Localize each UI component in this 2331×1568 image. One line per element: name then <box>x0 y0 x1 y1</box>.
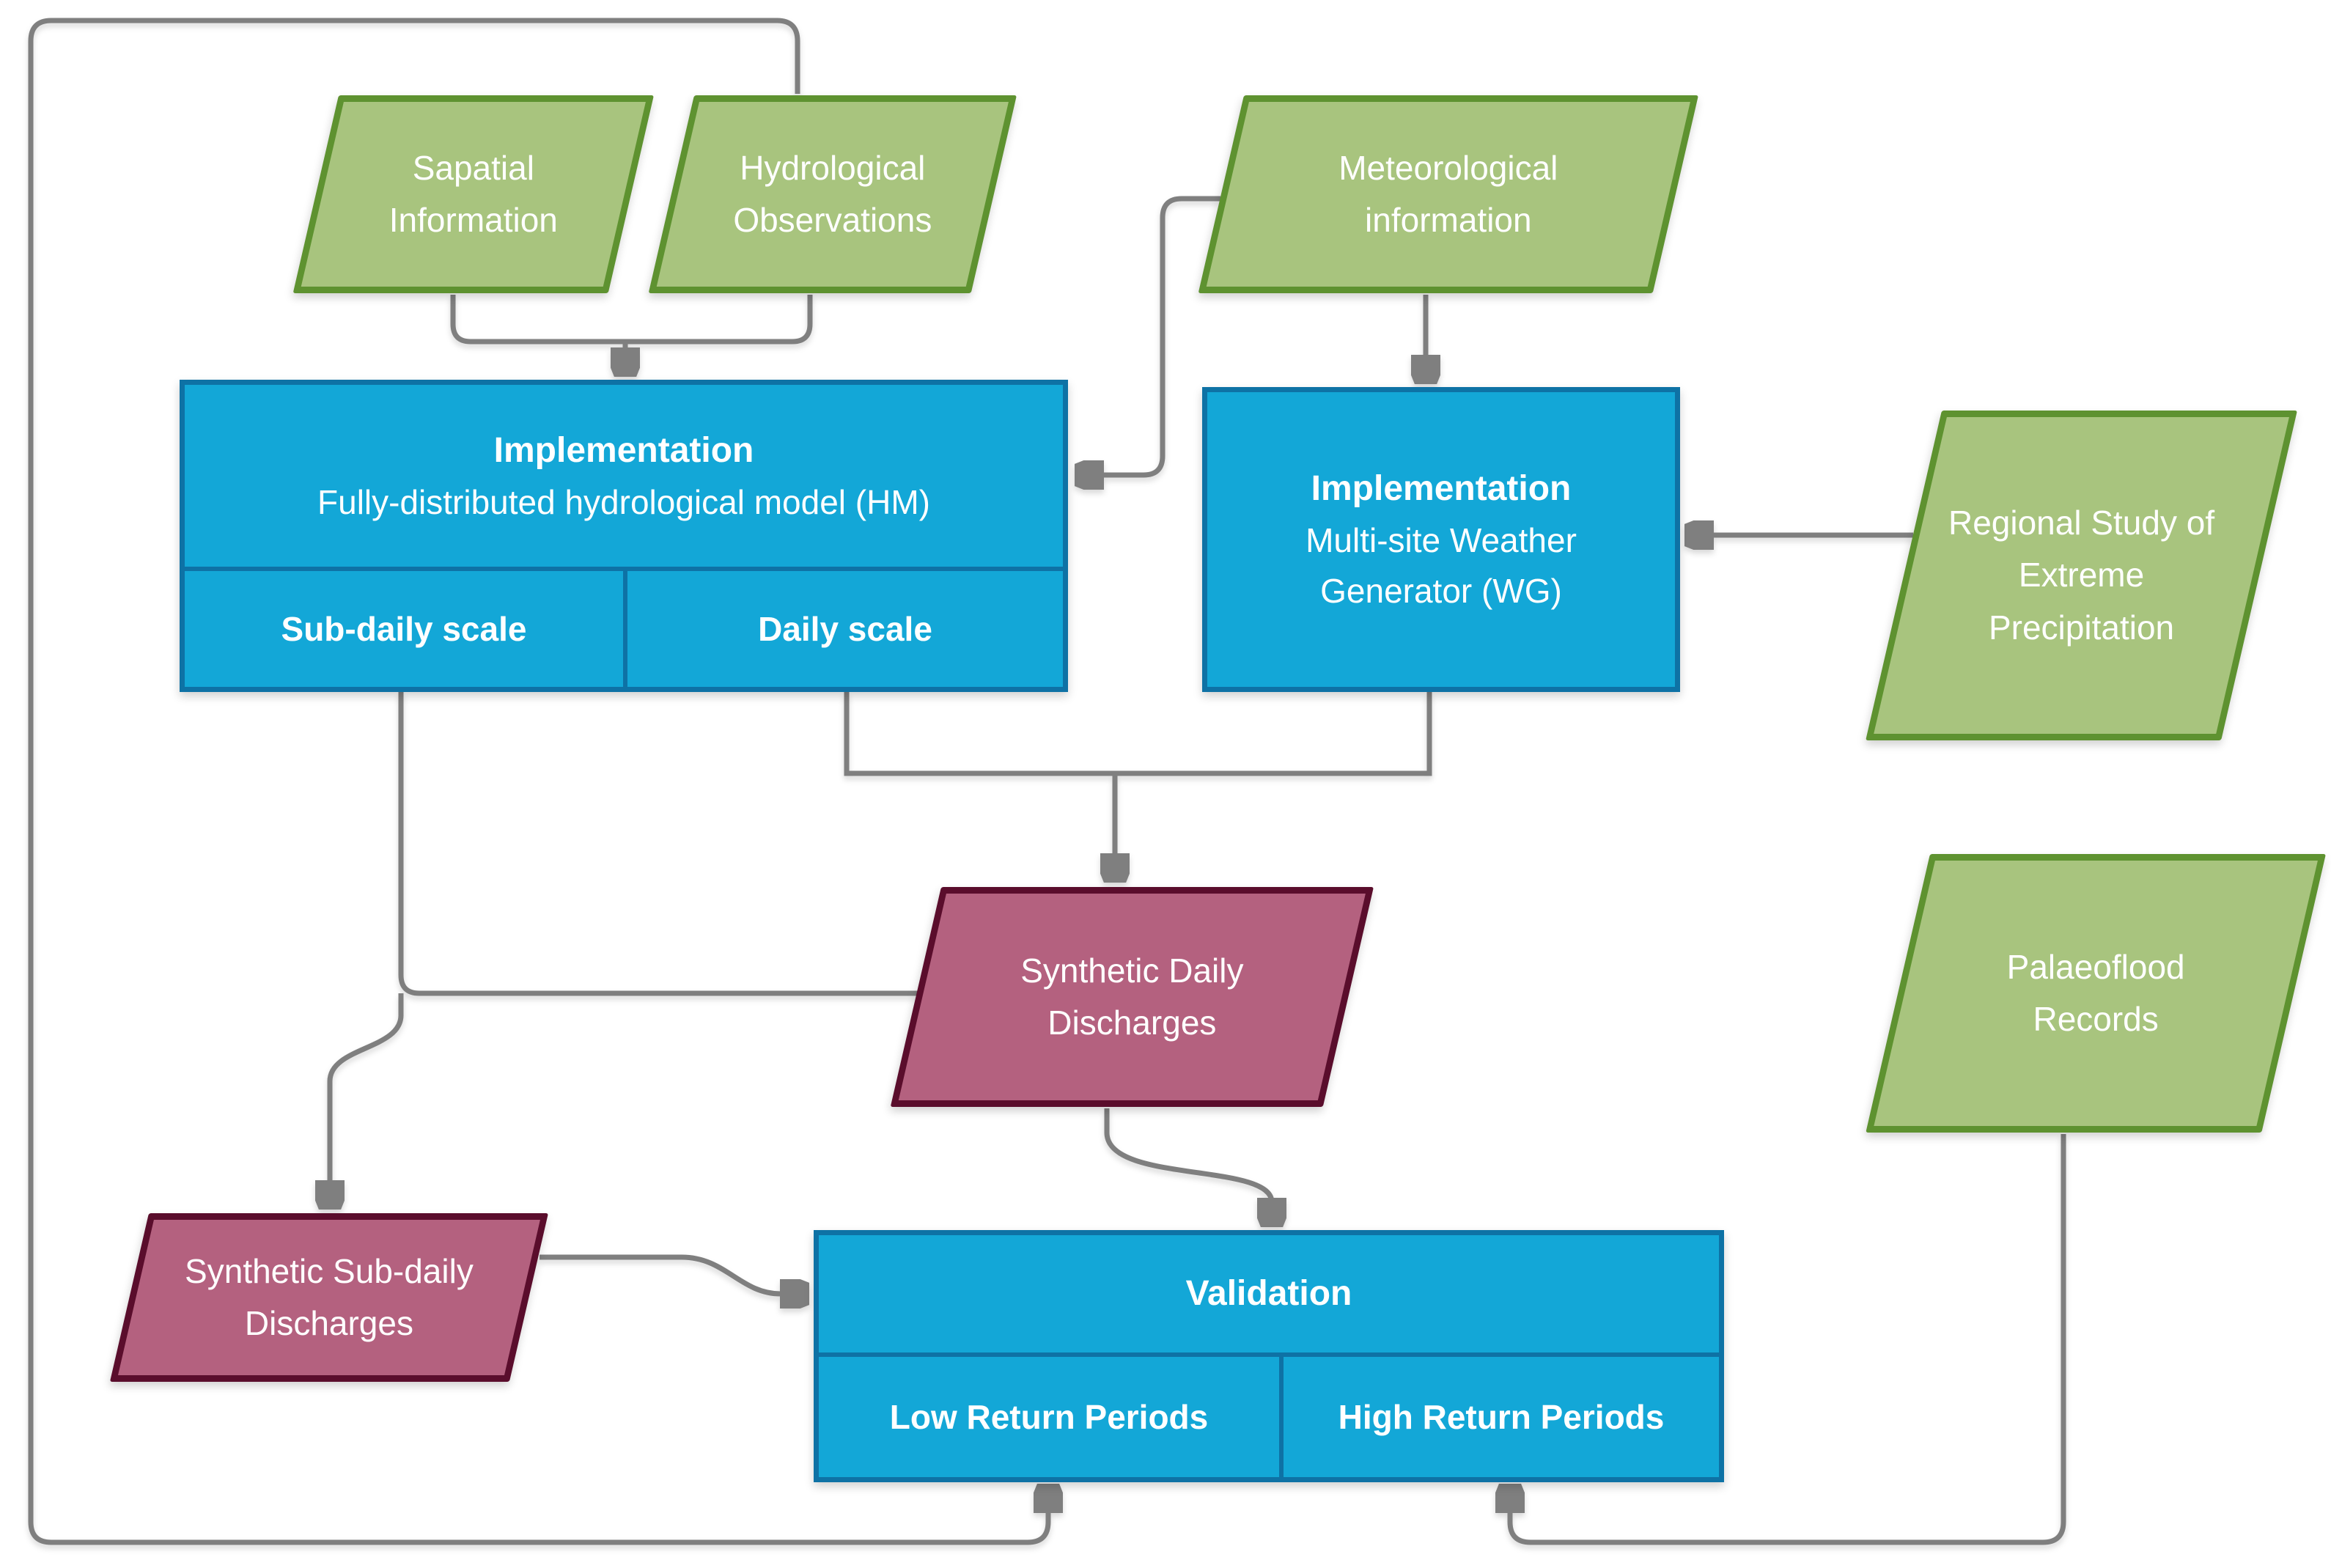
connector-daily-wg-merge <box>844 692 1432 776</box>
hm-title: Implementation <box>493 430 754 470</box>
node-meteorological-information: Meteorological information <box>1198 95 1698 293</box>
connector-palaeoflood-to-high-return <box>1510 1134 2066 1545</box>
node-hydrological-observations: Hydrological Observations <box>648 95 1017 293</box>
connector-spatial-to-hm <box>450 295 625 345</box>
hm-cell-sub-daily-scale: Sub-daily scale <box>185 571 627 687</box>
validation-title: Validation <box>1185 1274 1352 1313</box>
validation-cell-high-return-periods: High Return Periods <box>1338 1398 1665 1436</box>
node-synthetic-subdaily-discharges: Synthetic Sub-daily Discharges <box>109 1213 548 1382</box>
node-regional-study-label: Regional Study of Extreme Precipitation <box>1948 504 2215 647</box>
node-palaeoflood-records: Palaeoflood Records <box>1866 854 2326 1133</box>
node-synthetic-daily-discharges: Synthetic Daily Discharges <box>890 887 1374 1107</box>
connector-hydro-to-hm <box>625 295 813 345</box>
connector-synthetic-subdaily-to-validation <box>540 1254 806 1294</box>
connector-synthetic-daily-to-validation <box>1104 1108 1272 1224</box>
node-palaeoflood-records-label: Palaeoflood Records <box>2006 947 2185 1038</box>
node-hm-implementation: Implementation Fully-distributed hydrolo… <box>180 380 1068 692</box>
wg-title: Implementation <box>1311 469 1572 508</box>
node-validation: Validation Low Return Periods High Retur… <box>814 1230 1724 1482</box>
node-meteorological-information-label: Meteorological information <box>1338 148 1558 239</box>
validation-row: Low Return Periods High Return Periods <box>819 1357 1719 1477</box>
connector-hydro-to-low-return <box>28 18 1048 1545</box>
hm-cell-daily-scale: Daily scale <box>758 610 932 648</box>
hm-scale-row: Sub-daily scale Daily scale <box>185 571 1063 687</box>
hm-header: Implementation Fully-distributed hydrolo… <box>185 385 1063 571</box>
connector-met-to-hm <box>1078 196 1220 475</box>
node-wg-implementation: Implementation Multi-site Weather Genera… <box>1202 387 1680 692</box>
node-hydrological-observations-label: Hydrological Observations <box>733 148 932 239</box>
node-spatial-information: Sapatial Information <box>292 95 654 293</box>
connector-subdaily-branch <box>398 692 918 996</box>
validation-header: Validation <box>819 1235 1719 1357</box>
node-synthetic-subdaily-discharges-label: Synthetic Sub-daily Discharges <box>185 1251 474 1342</box>
node-synthetic-daily-discharges-label: Synthetic Daily Discharges <box>1020 951 1244 1042</box>
wg-subtitle: Multi-site Weather Generator (WG) <box>1306 521 1577 610</box>
validation-cell-low-return-periods: Low Return Periods <box>819 1357 1284 1477</box>
connector-to-synthetic-subdaily <box>330 993 404 1207</box>
hm-subtitle: Fully-distributed hydrological model (HM… <box>317 482 930 521</box>
node-spatial-information-label: Sapatial Information <box>388 148 558 239</box>
node-regional-study: Regional Study of Extreme Precipitation <box>1866 411 2297 740</box>
